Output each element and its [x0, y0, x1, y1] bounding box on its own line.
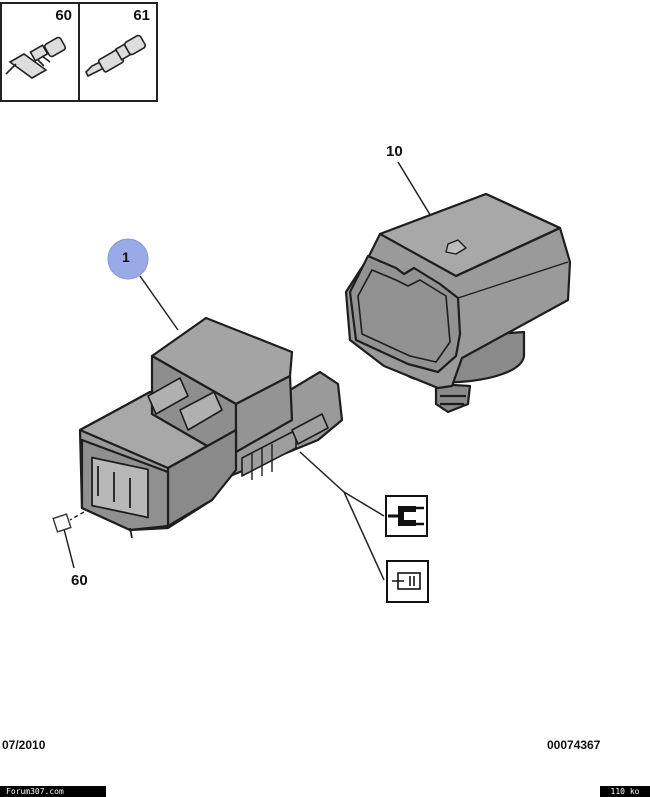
pin-insertion-icon	[386, 560, 429, 603]
watermark-bar: Forum307.com	[0, 786, 106, 797]
seal-part	[52, 513, 72, 533]
footer-date: 07/2010	[2, 738, 46, 752]
callout-seal: 60	[71, 572, 88, 589]
ref-box-61: 61	[78, 2, 158, 102]
connector-body	[78, 316, 344, 539]
leader-lines	[63, 161, 433, 581]
footer-reference: 00074367	[547, 738, 601, 752]
ref-box-60: 60	[0, 2, 80, 102]
ref-box-number: 61	[133, 7, 150, 24]
ref-box-number: 60	[55, 7, 72, 24]
callout-connector: 1	[122, 249, 130, 265]
filesize-text: 110 ko	[610, 787, 640, 796]
plug-connector-icon	[385, 495, 428, 537]
watermark-text: Forum307.com	[6, 787, 64, 796]
highlight-bubble	[107, 238, 149, 280]
terminal-icon	[5, 36, 66, 79]
callout-sensor: 10	[386, 143, 403, 160]
filesize-bar: 110 ko	[600, 786, 650, 797]
pin-icon	[85, 34, 146, 78]
sensor-body	[344, 192, 572, 414]
